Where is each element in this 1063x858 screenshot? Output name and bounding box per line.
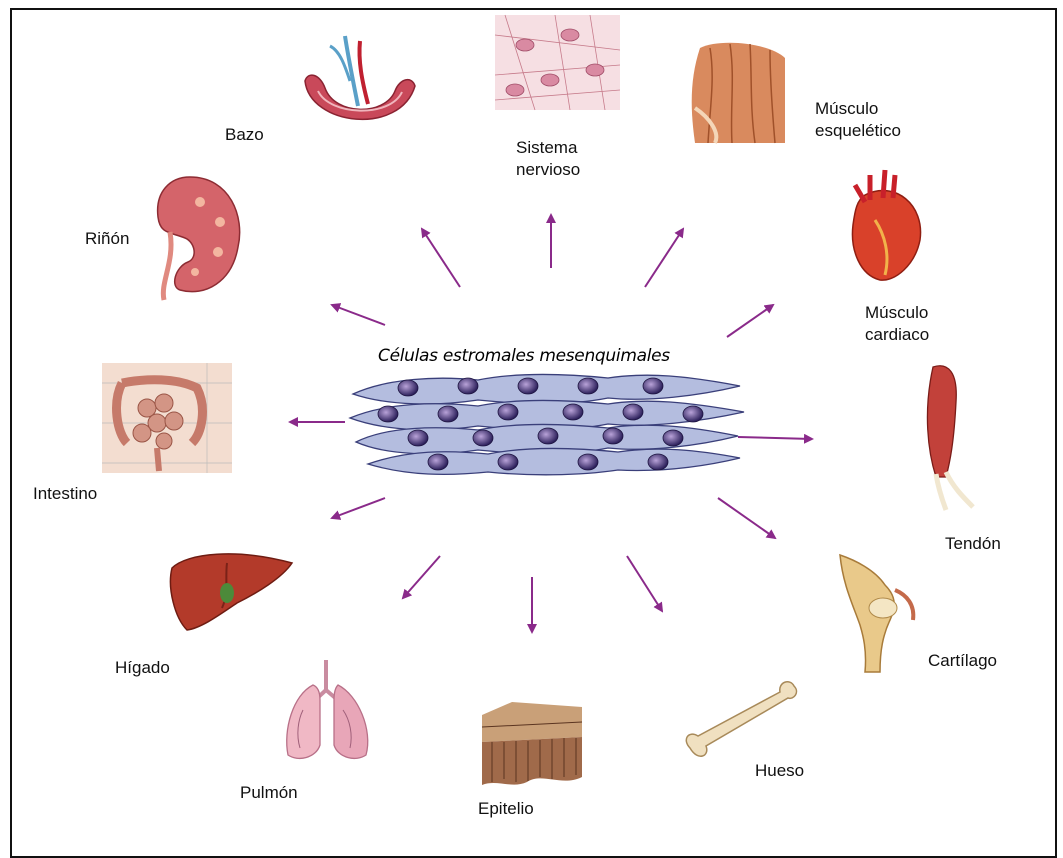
liver-icon [167, 548, 297, 633]
bone-icon [680, 678, 800, 768]
label-intestino: Intestino [33, 483, 97, 505]
label-higado: Hígado [115, 657, 170, 679]
label-epitelio: Epitelio [478, 798, 534, 820]
neural-tissue-icon [495, 15, 620, 110]
tendon-icon [918, 362, 978, 512]
kidney-icon [150, 172, 245, 302]
arrow-higado [332, 498, 385, 518]
cell-cluster-icon [348, 366, 748, 476]
arrow-musculo-esqueletico [645, 229, 683, 287]
heart-icon [835, 170, 930, 285]
label-bazo: Bazo [225, 124, 264, 146]
skeletal-muscle-icon [690, 38, 790, 148]
lung-icon [278, 660, 378, 765]
arrow-tendon [738, 437, 812, 439]
arrow-rinon [332, 305, 385, 325]
arrow-hueso [627, 556, 662, 611]
arrow-cartilago [718, 498, 775, 538]
label-tendon: Tendón [945, 533, 1001, 555]
cartilage-icon [835, 550, 920, 675]
label-pulmon: Pulmón [240, 782, 298, 804]
label-cartilago: Cartílago [928, 650, 997, 672]
spleen-icon [300, 36, 420, 146]
label-rinon: Riñón [85, 228, 129, 250]
diagram-title: Células estromales mesenquimales [378, 346, 748, 366]
label-hueso: Hueso [755, 760, 804, 782]
arrow-musculo-cardiaco [727, 305, 773, 337]
arrow-pulmon [403, 556, 440, 598]
epithelium-icon [482, 697, 582, 792]
intestine-icon [102, 363, 232, 473]
arrow-bazo [422, 229, 460, 287]
